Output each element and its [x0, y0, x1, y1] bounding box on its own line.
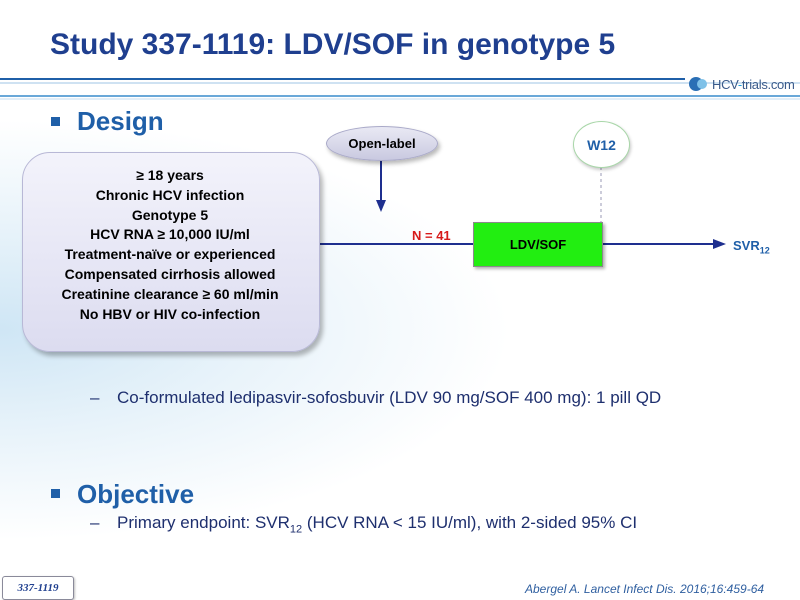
open-label-oval: Open-label [326, 126, 438, 161]
hcv-trials-logo: HCV-trials.com [688, 76, 795, 92]
logo-mark-icon [689, 77, 707, 91]
treatment-arm-label: LDV/SOF [509, 237, 567, 252]
criteria-box [22, 152, 320, 352]
criteria-item: Compensated cirrhosis allowed [64, 265, 276, 282]
design-heading: Design [77, 106, 164, 136]
objective-note: –Primary endpoint: SVR12 (HCV RNA < 15 I… [90, 513, 638, 536]
week-marker-circle: W12 [573, 121, 630, 168]
criteria-item: Creatinine clearance ≥ 60 ml/min [61, 285, 279, 302]
criteria-item: No HBV or HIV co-infection [79, 305, 261, 322]
week-marker-text: W12 [587, 136, 616, 153]
criteria-item: HCV RNA ≥ 10,000 IU/ml [90, 226, 250, 243]
sample-size-label: N = 41 [412, 228, 451, 243]
outcome-label: SVR12 [733, 238, 770, 256]
open-label-text: Open-label [348, 136, 416, 151]
slide-title: Study 337-1119: LDV/SOF in genotype 5 [50, 28, 616, 61]
logo-text: HCV-trials.com [712, 76, 795, 92]
design-note-text: Co-formulated ledipasvir-sofosbuvir (LDV… [117, 388, 662, 407]
criteria-list: ≥ 18 years Chronic HCV infection Genotyp… [22, 166, 318, 324]
dash-marker: – [90, 513, 100, 532]
design-note: –Co-formulated ledipasvir-sofosbuvir (LD… [90, 388, 661, 408]
design-bullet-icon [51, 117, 60, 126]
dash-marker: – [90, 388, 100, 407]
study-id-text: 337-1119 [17, 582, 59, 594]
study-id-badge: 337-1119 [2, 576, 74, 600]
treatment-arm-box: LDV/SOF [473, 222, 603, 267]
flow-arrowhead [713, 239, 726, 249]
criteria-item: Treatment-naïve or experienced [64, 246, 276, 263]
criteria-item: Chronic HCV infection [95, 186, 245, 203]
objective-bullet-icon [51, 489, 60, 498]
objective-heading: Objective [77, 479, 195, 509]
criteria-item: Genotype 5 [131, 206, 209, 223]
open-label-arrowhead [376, 200, 386, 212]
criteria-item: ≥ 18 years [136, 167, 204, 183]
citation: Abergel A. Lancet Infect Dis. 2016;16:45… [525, 582, 765, 596]
